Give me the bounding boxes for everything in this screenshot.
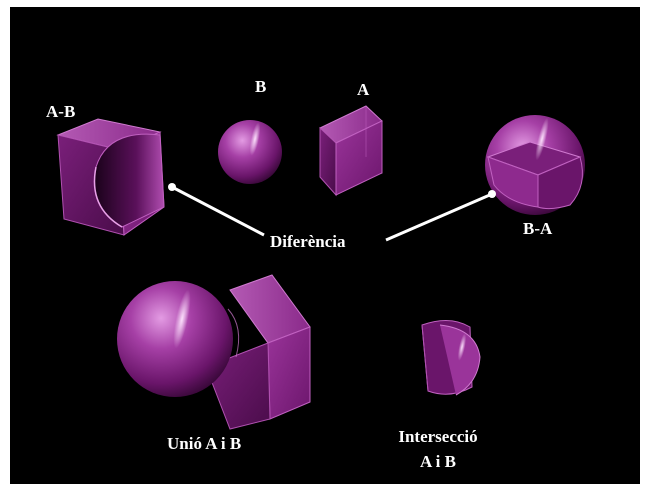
sphere-b bbox=[218, 120, 282, 184]
label-b: B bbox=[255, 77, 267, 96]
label-difference: Diferència bbox=[270, 232, 346, 251]
shape-a-minus-b bbox=[56, 118, 165, 236]
label-union: Unió A i B bbox=[167, 434, 242, 453]
label-a: A bbox=[357, 80, 370, 99]
label-a-minus-b: A-B bbox=[46, 102, 76, 121]
label-b-minus-a: B-A bbox=[523, 219, 553, 238]
figure-canvas: A-B B A B-A Diferència Unió A i B Inters… bbox=[10, 7, 640, 484]
shape-intersection bbox=[421, 320, 481, 396]
shape-b-minus-a bbox=[485, 115, 585, 215]
cube-a bbox=[319, 105, 383, 197]
label-intersection-line1: Intersecció bbox=[398, 427, 478, 446]
difference-connectors bbox=[168, 183, 496, 242]
label-intersection-line2: A i B bbox=[420, 452, 456, 471]
shape-union bbox=[117, 274, 311, 430]
csg-illustration bbox=[56, 105, 585, 430]
